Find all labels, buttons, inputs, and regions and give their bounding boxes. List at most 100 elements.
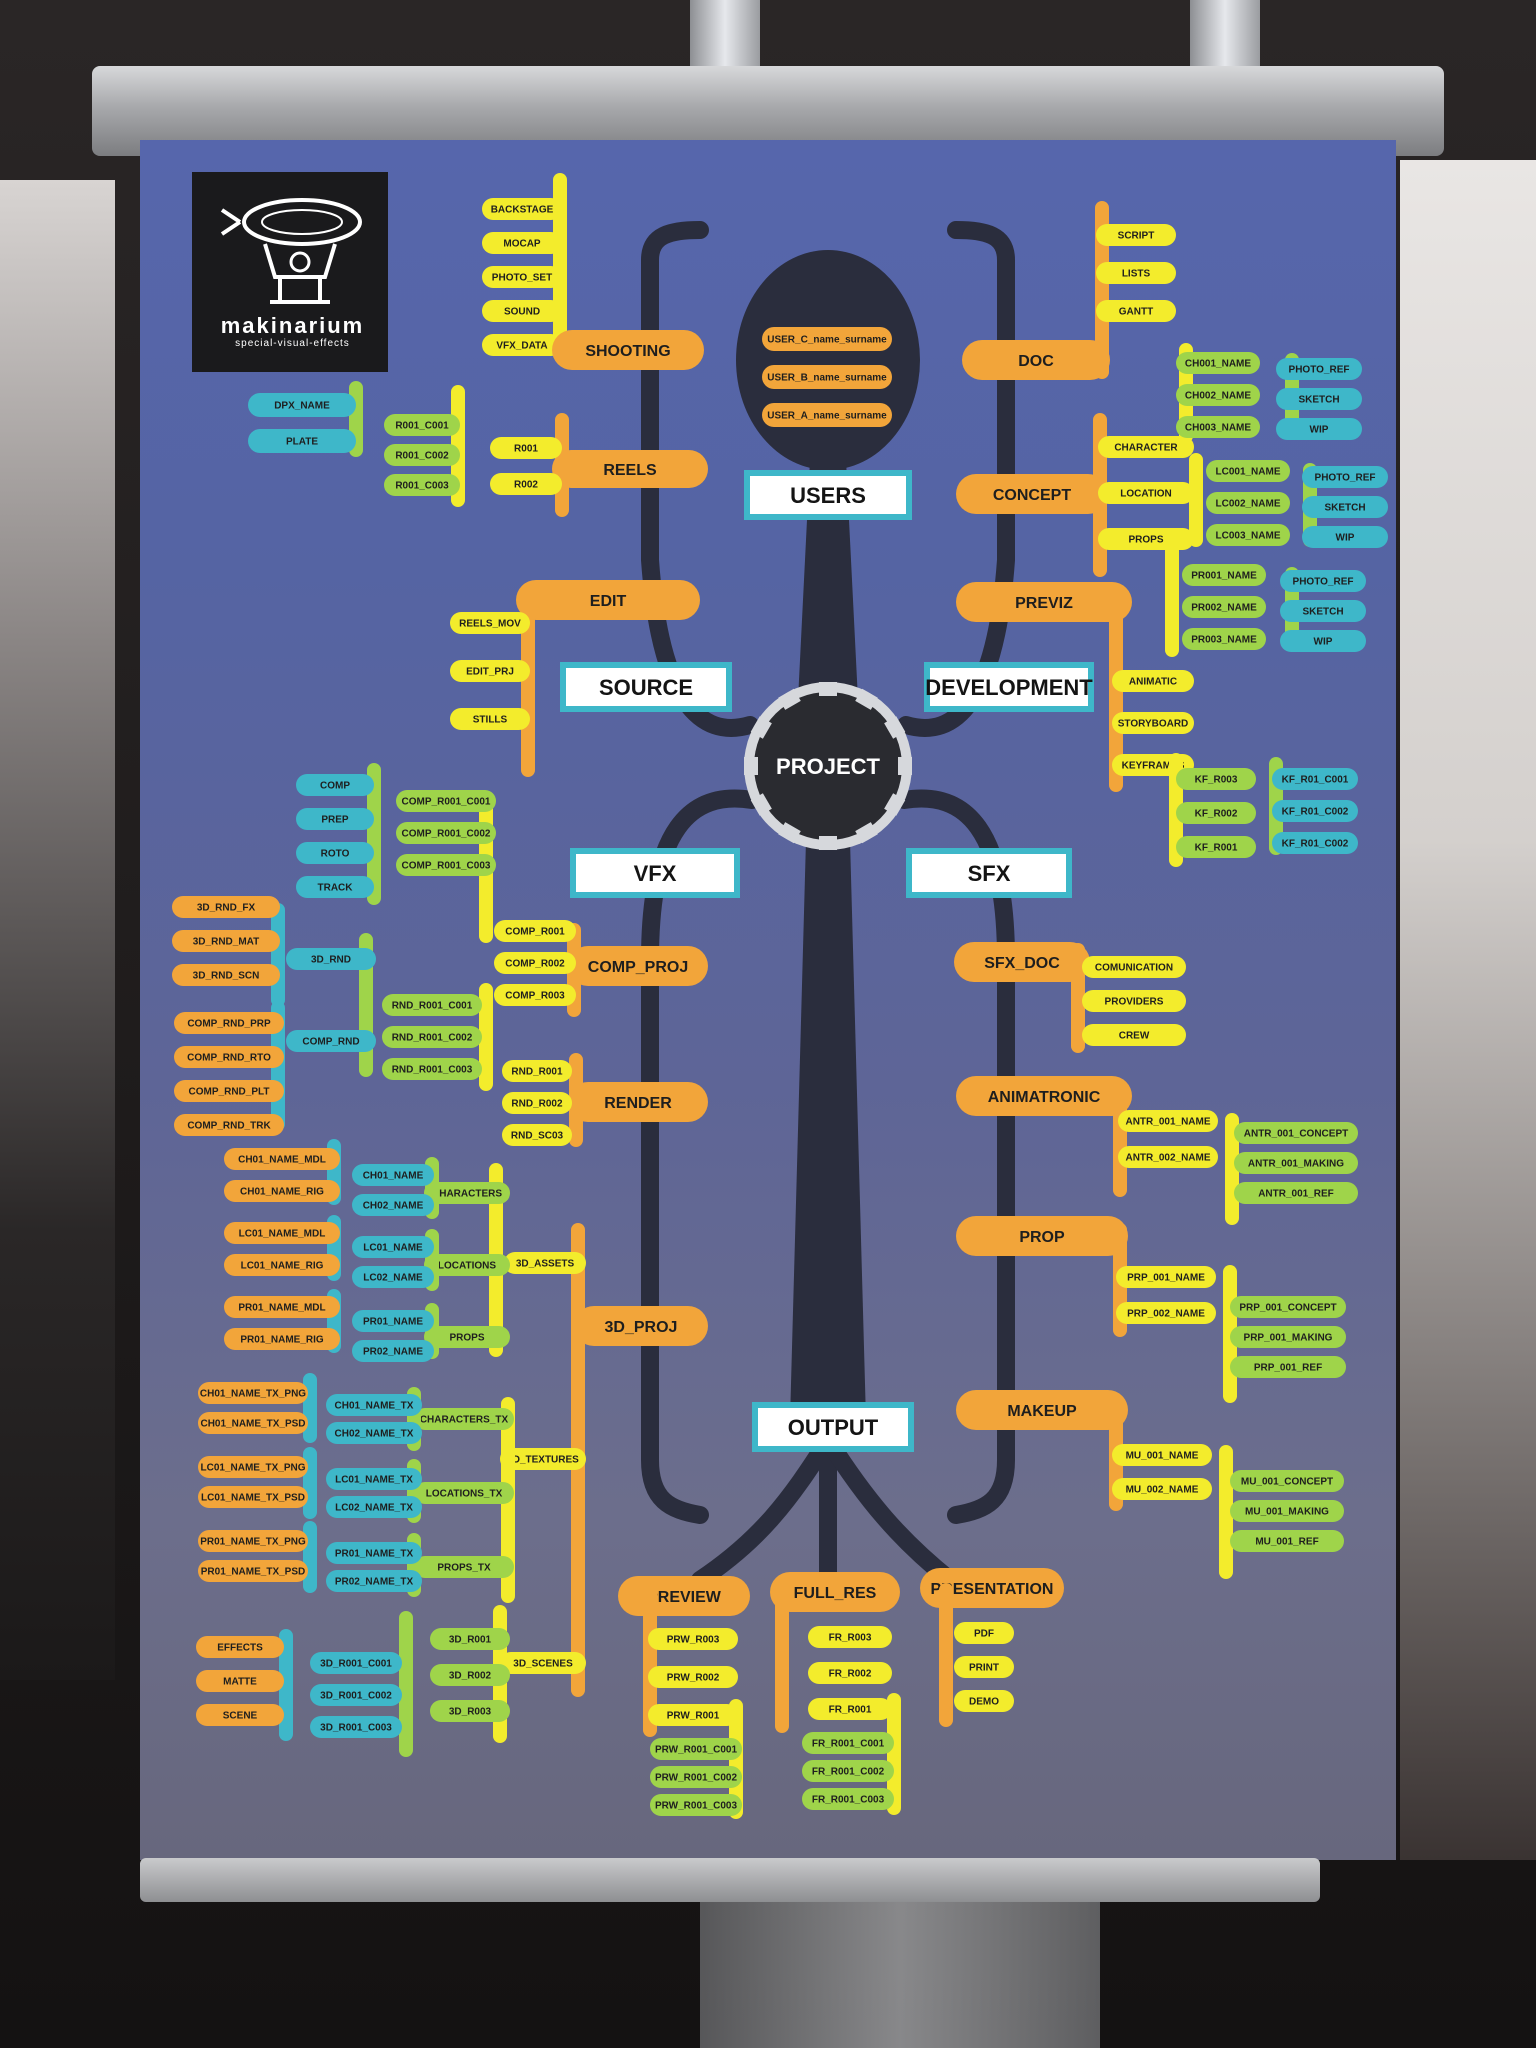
node-pill xyxy=(956,582,1132,622)
node-pill xyxy=(224,1222,340,1244)
node-pill xyxy=(954,1690,1014,1712)
node-label: PHOTO_SET xyxy=(492,273,552,284)
node-props: PROPS xyxy=(424,1326,510,1348)
node-wip: WIP xyxy=(1302,526,1388,548)
node-label: RND_SC03 xyxy=(511,1131,564,1142)
node-3d-r002: 3D_R002 xyxy=(430,1664,510,1686)
node-label: 3D_R001_C001 xyxy=(320,1659,392,1670)
node-pill xyxy=(482,266,562,288)
node-pill xyxy=(396,822,496,844)
node-label: 3D_TEXTURES xyxy=(507,1455,579,1466)
node-pill xyxy=(650,1794,742,1816)
node-pill xyxy=(500,1448,586,1470)
node-label: PLATE xyxy=(286,437,318,448)
node-pill xyxy=(490,473,562,495)
node-pill xyxy=(1276,388,1362,410)
node-pill xyxy=(494,984,576,1006)
node-pill xyxy=(430,1628,510,1650)
node-label: R001_C003 xyxy=(395,481,449,492)
node-ch01-name: CH01_NAME xyxy=(352,1164,434,1186)
project-label: PROJECT xyxy=(776,754,880,779)
node-label: SKETCH xyxy=(1302,607,1343,618)
section-label: OUTPUT xyxy=(788,1415,879,1440)
gear-body xyxy=(754,692,902,840)
node-pill xyxy=(1230,1356,1346,1378)
node-ch02-name-tx: CH02_NAME_TX xyxy=(326,1422,422,1444)
node-label: WIP xyxy=(1310,425,1329,436)
node-pill xyxy=(762,403,892,427)
node-lc01-name-tx-png: LC01_NAME_TX_PNG xyxy=(198,1456,308,1478)
node-ch01-name-tx-psd: CH01_NAME_TX_PSD xyxy=(198,1412,308,1434)
node-label: COMUNICATION xyxy=(1095,963,1173,974)
node-pill xyxy=(352,1236,434,1258)
node-label: DEMO xyxy=(969,1697,999,1708)
tree-branch xyxy=(691,1431,837,1589)
node-prw-r003: PRW_R003 xyxy=(648,1628,738,1650)
node-pill xyxy=(296,842,374,864)
node-kf-r01-c001: KF_R01_C001 xyxy=(1272,768,1358,790)
node-label: PR001_NAME xyxy=(1191,571,1257,582)
node-label: MU_001_MAKING xyxy=(1245,1507,1329,1518)
node-label: GANTT xyxy=(1119,307,1153,318)
node-pill xyxy=(1182,564,1266,586)
node-label: 3D_RND_FX xyxy=(197,903,256,914)
node-comp-rnd: COMP_RND xyxy=(286,1030,376,1052)
node-label: RND_R001_C002 xyxy=(392,1033,473,1044)
node-3d-r001-c001: 3D_R001_C001 xyxy=(310,1652,402,1674)
node-pill xyxy=(310,1652,402,1674)
node-pill xyxy=(500,1652,586,1674)
node-label: COMP_R001_C002 xyxy=(402,829,491,840)
node-pill xyxy=(1118,1110,1218,1132)
node-pill xyxy=(384,444,460,466)
node-pill xyxy=(770,1572,900,1612)
node-label: SOUND xyxy=(504,307,540,318)
node-ch002-name: CH002_NAME xyxy=(1176,384,1260,406)
node-mu-001-name: MU_001_NAME xyxy=(1112,1444,1212,1466)
node-rnd-sc03: RND_SC03 xyxy=(502,1124,572,1146)
node-kf-r01-c002: KF_R01_C002 xyxy=(1272,832,1358,854)
node-pill xyxy=(286,948,376,970)
node-pill xyxy=(1112,1444,1212,1466)
node-pill xyxy=(1112,1478,1212,1500)
node-lc02-name-tx: LC02_NAME_TX xyxy=(326,1496,422,1518)
node-label: PREVIEW xyxy=(647,1589,722,1606)
node-pill xyxy=(296,808,374,830)
node-label: PR02_NAME xyxy=(363,1347,423,1358)
node-label: USER_A_name_surname xyxy=(767,411,887,422)
node-label: COMP_R001_C003 xyxy=(402,861,491,872)
node-label: LOCATION xyxy=(1120,489,1171,500)
node-3d-assets: 3D_ASSETS xyxy=(504,1252,586,1274)
node-label: MOCAP xyxy=(503,239,541,250)
node-label: WIP xyxy=(1314,637,1333,648)
node-label: LC001_NAME xyxy=(1215,467,1280,478)
node-pill xyxy=(762,327,892,351)
node-lc003-name: LC003_NAME xyxy=(1206,524,1290,546)
node-animatronic: ANIMATRONIC xyxy=(956,1076,1132,1116)
node-pill xyxy=(802,1760,894,1782)
node-sketch: SKETCH xyxy=(1302,496,1388,518)
node-pill xyxy=(450,660,530,682)
node-pill xyxy=(808,1698,892,1720)
node-mu-001-making: MU_001_MAKING xyxy=(1230,1500,1344,1522)
node-label: PRP_001_MAKING xyxy=(1244,1333,1333,1344)
node-storyboard: STORYBOARD xyxy=(1112,712,1194,734)
node-prp-002-name: PRP_002_NAME xyxy=(1116,1302,1216,1324)
node-label: COMP_R001_C001 xyxy=(402,797,491,808)
node-label: 3D_R002 xyxy=(449,1671,492,1682)
node-3d-textures: 3D_TEXTURES xyxy=(500,1448,586,1470)
truss-pole-right xyxy=(1190,0,1260,70)
node-prep: PREP xyxy=(296,808,374,830)
node-fr-r001-c003: FR_R001_C003 xyxy=(802,1788,894,1810)
gear-tooth xyxy=(744,757,758,775)
trunk-bottom xyxy=(790,840,866,1420)
logo-subtitle: special-visual-effects xyxy=(235,338,350,349)
gear-tooth xyxy=(898,757,912,775)
node-3d-rnd-fx: 3D_RND_FX xyxy=(172,896,280,918)
node-label: LISTS xyxy=(1122,269,1151,280)
node-pill xyxy=(198,1382,308,1404)
node-pill xyxy=(502,1092,572,1114)
node-pill xyxy=(490,437,562,459)
node-label: PRINT xyxy=(969,1663,999,1674)
node-label: COMP_RND xyxy=(302,1037,359,1048)
node-fr-r001: FR_R001 xyxy=(808,1698,892,1720)
